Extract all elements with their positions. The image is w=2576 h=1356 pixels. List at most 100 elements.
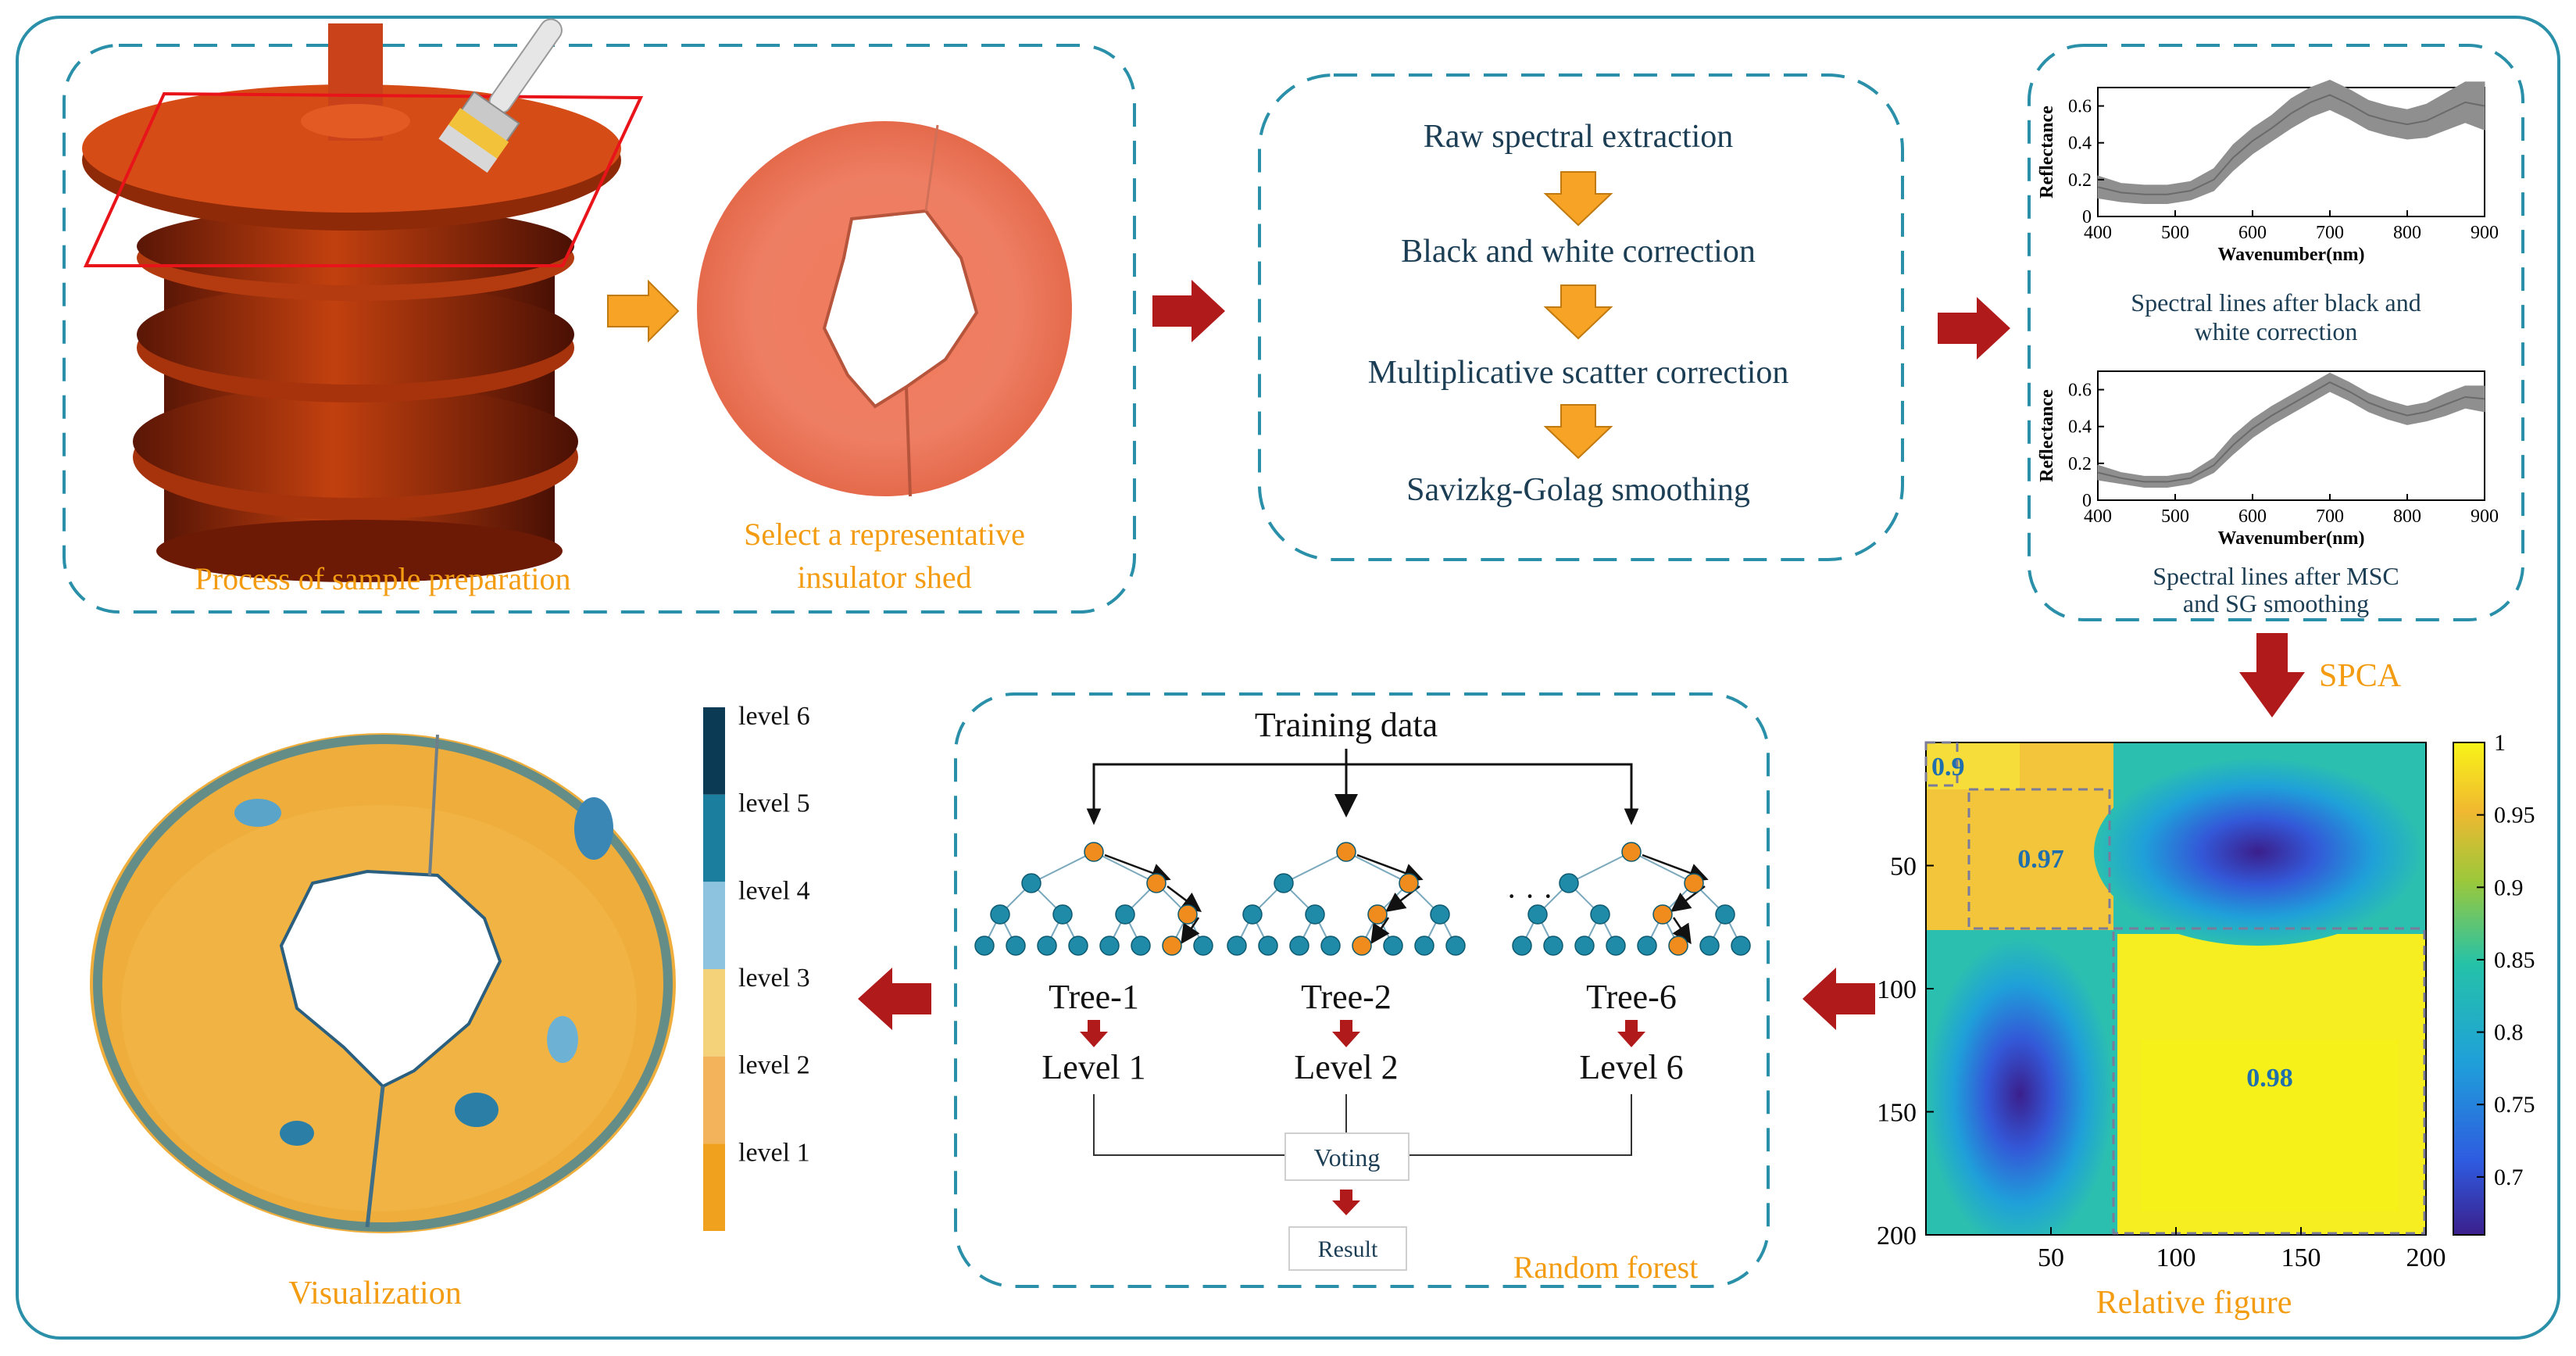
tree-edge [1568,851,1632,884]
y-tick-label: 0.4 [2068,417,2092,438]
training-data-label: Training data [1255,706,1438,744]
tree-6-level: Level 6 [1579,1048,1683,1086]
insulator-photo [82,23,644,582]
tree-node [1227,936,1247,956]
tree-1-name: Tree-1 [1049,978,1139,1016]
spectra-top-caption-1: Spectral lines after black and [2131,288,2421,317]
result-arrow [1332,1190,1360,1215]
tree-node [1289,936,1309,956]
sample-prep-panel [63,44,1136,614]
tree-node [1543,936,1563,956]
spectra-bottom-caption-1: Spectral lines after MSC [2153,562,2399,590]
spectral-mean-line [2097,94,2485,195]
voting-lines [1093,1094,1632,1156]
tree-node [1527,904,1548,925]
preprocessing-panel [1258,73,1904,561]
heatmap-colorbar [2453,742,2485,1236]
legend-swatch [703,882,725,969]
red-arrow-left-1 [1802,968,1875,1030]
tree-node [1242,904,1263,925]
tree-node [1559,873,1579,893]
step-bw-correction: Black and white correction [1401,234,1756,270]
legend-swatch [703,794,725,882]
x-tick-label: 500 [2161,223,2189,243]
x-tick-label: 600 [2238,223,2267,243]
tree-edge [1631,851,1695,884]
random-forest-panel [954,692,1770,1288]
path-node [1684,873,1704,893]
x-tick-label: 600 [2238,506,2267,527]
spectral-band [2097,80,2485,204]
block-label-2: 0.97 [2017,845,2064,874]
x-tick-label: 700 [2316,223,2344,243]
red-arrow-2 [1938,297,2010,360]
block-label-3: 0.98 [2246,1064,2293,1093]
colorbar-tick-label: 0.85 [2494,947,2535,973]
spectra-top-caption-2: white correction [2195,317,2358,345]
decision-path-arrow [1672,917,1692,945]
tree-edge [1345,851,1409,884]
path-node [1652,904,1673,925]
y-tick-label: 0.6 [2068,97,2092,117]
relative-figure-caption: Relative figure [2096,1285,2292,1321]
tree-node [1131,936,1151,956]
x-axis-label: Wavenumber(nm) [2218,528,2365,549]
legend-swatch [703,707,725,795]
step-arrow-2 [1543,284,1613,340]
legend-label: level 2 [738,1051,810,1080]
heatmap-x-tick-label: 100 [2156,1243,2196,1272]
result-box [1288,1226,1407,1271]
decision-trees [974,842,1751,956]
tree-names: Tree-1 Tree-2 Tree-6 [1049,978,1677,1016]
heatmap-y-tick-label: 50 [1890,853,1917,882]
y-axis-label: Reflectance [2037,106,2057,199]
legend-label: level 4 [738,876,810,905]
visualization-map [90,733,676,1233]
path-node [1084,842,1104,862]
sample-prep-caption: Process of sample preparation [195,561,571,596]
path-node [1621,842,1642,862]
tree-1-level: Level 1 [1041,1048,1145,1086]
tree-node [1320,936,1341,956]
spectral-band [2097,372,2485,488]
x-tick-label: 900 [2471,506,2499,527]
colorbar-tick-label: 1 [2494,730,2506,756]
tree-node [1068,936,1088,956]
tree-node [1430,904,1450,925]
step-msc: Multiplicative scatter correction [1368,355,1789,391]
select-caption-line1: Select a representative [744,517,1025,552]
path-node [1352,936,1372,956]
heatmap-x-tick-label: 150 [2281,1243,2321,1272]
brush-icon [438,18,563,174]
y-tick-label: 0 [2082,207,2092,227]
path-node [1336,842,1356,862]
tree-6-name: Tree-6 [1586,978,1677,1016]
tree-node [1637,936,1657,956]
trees-ellipsis: · · · [1506,878,1553,914]
legend-label: level 1 [738,1138,810,1167]
legend-swatch [703,1143,725,1231]
path-node [1162,936,1182,956]
x-tick-label: 400 [2084,223,2112,243]
heatmap-x-tick-label: 200 [2406,1243,2446,1272]
x-tick-label: 700 [2316,506,2344,527]
level-arrows [1080,1020,1645,1047]
y-tick-label: 0.2 [2068,170,2092,191]
tree-node [1574,936,1595,956]
tree-node [1383,936,1403,956]
x-axis-label: Wavenumber(nm) [2218,245,2365,265]
y-tick-label: 0.4 [2068,134,2092,154]
insulator-shed-photo [697,121,1072,497]
tree-node [1021,873,1041,893]
tree-3 [1512,842,1751,956]
legend-label: level 6 [738,702,810,731]
tree-node [1699,936,1720,956]
colorbar-ticks: 10.950.90.850.80.750.7 [2477,730,2535,1190]
select-caption-line2: insulator shed [797,560,971,595]
heatmap-y-tick-label: 200 [1877,1222,1917,1250]
